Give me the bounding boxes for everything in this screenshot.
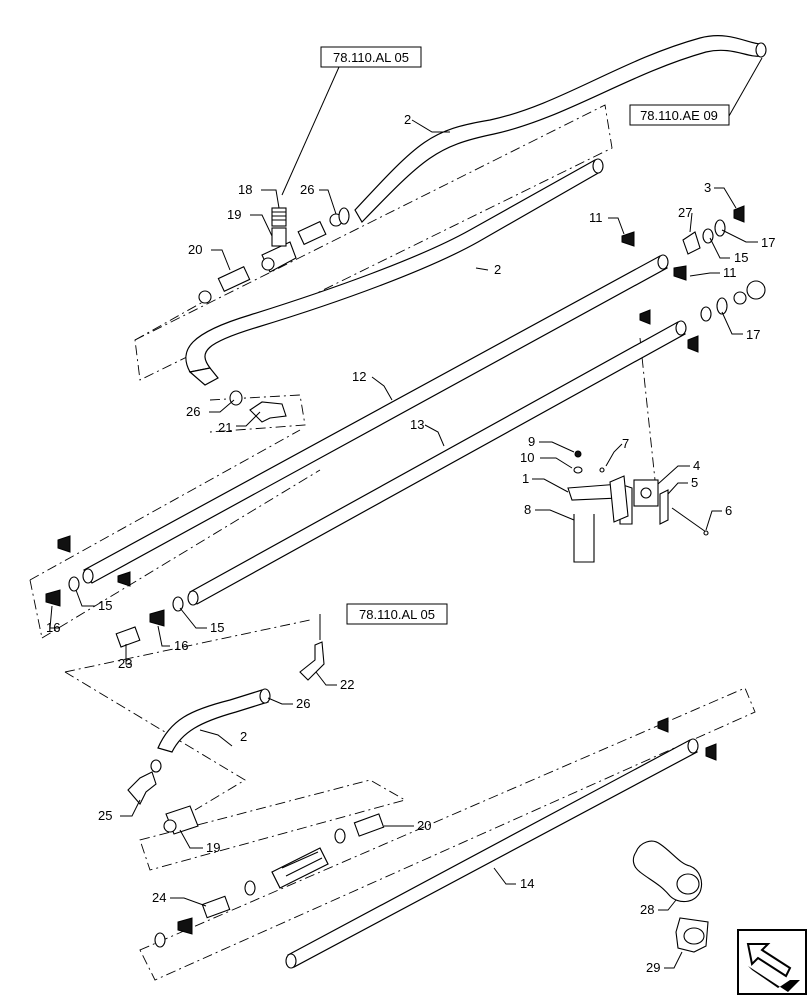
callout-20: 20 [188, 242, 202, 257]
callout-14: 14 [520, 876, 534, 891]
callout-11: 11 [723, 265, 737, 280]
callout-2: 2 [240, 729, 247, 744]
reference-boxes: 78.110.AL 05 78.110.AE 09 78.110.AL 05 [320, 46, 730, 625]
hose-2-lower [157, 689, 269, 753]
callout-12: 12 [352, 369, 366, 384]
svg-text:78.110.AE 09: 78.110.AE 09 [640, 108, 718, 123]
ref-box-mid[interactable]: 78.110.AL 05 [346, 603, 448, 625]
callout-6: 6 [725, 503, 732, 518]
callout-10: 10 [520, 450, 534, 465]
callout-21: 21 [218, 420, 232, 435]
callout-29: 29 [646, 960, 660, 975]
leader-lines [49, 57, 763, 969]
callout-17: 17 [761, 235, 775, 250]
callout-23: 23 [118, 656, 132, 671]
callout-13: 13 [410, 417, 424, 432]
u-bolt-8 [573, 514, 595, 563]
callout-2: 2 [494, 262, 501, 277]
svg-text:78.110.AL 05: 78.110.AL 05 [333, 50, 409, 65]
callout-3: 3 [704, 180, 711, 195]
next-page-icon[interactable] [737, 929, 807, 995]
callout-22: 22 [340, 677, 354, 692]
hoses [82, 35, 767, 969]
callout-11: 11 [589, 210, 603, 225]
callout-16: 16 [46, 620, 60, 635]
tube-13 [189, 321, 686, 605]
callout-26: 26 [186, 404, 200, 419]
callout-15: 15 [98, 598, 112, 613]
ref-box-top[interactable]: 78.110.AL 05 [320, 46, 422, 68]
callout-19: 19 [227, 207, 241, 222]
svg-text:78.110.AL 05: 78.110.AL 05 [359, 607, 435, 622]
callout-15: 15 [734, 250, 748, 265]
callout-20: 20 [417, 818, 431, 833]
callout-15: 15 [210, 620, 224, 635]
fittings [45, 205, 766, 953]
callout-18: 18 [238, 182, 252, 197]
callout-26: 26 [300, 182, 314, 197]
ref-box-right[interactable]: 78.110.AE 09 [629, 104, 730, 126]
callout-27: 27 [678, 205, 692, 220]
callout-9: 9 [528, 434, 535, 449]
callout-5: 5 [691, 475, 698, 490]
callout-2: 2 [404, 112, 411, 127]
callout-7: 7 [622, 436, 629, 451]
callout-1: 1 [522, 471, 529, 486]
callout-8: 8 [524, 502, 531, 517]
callout-19: 19 [206, 840, 220, 855]
callout-17: 17 [746, 327, 760, 342]
callout-16: 16 [174, 638, 188, 653]
callout-25: 25 [98, 808, 112, 823]
callout-labels: 2 2 2 18 26 19 20 26 21 3 11 27 17 15 11… [46, 112, 775, 975]
plate-5 [659, 489, 669, 525]
callout-24: 24 [152, 890, 166, 905]
sleeve [271, 847, 329, 889]
callout-26: 26 [296, 696, 310, 711]
callout-4: 4 [693, 458, 700, 473]
assembly-outlines [29, 104, 756, 981]
callout-28: 28 [640, 902, 654, 917]
